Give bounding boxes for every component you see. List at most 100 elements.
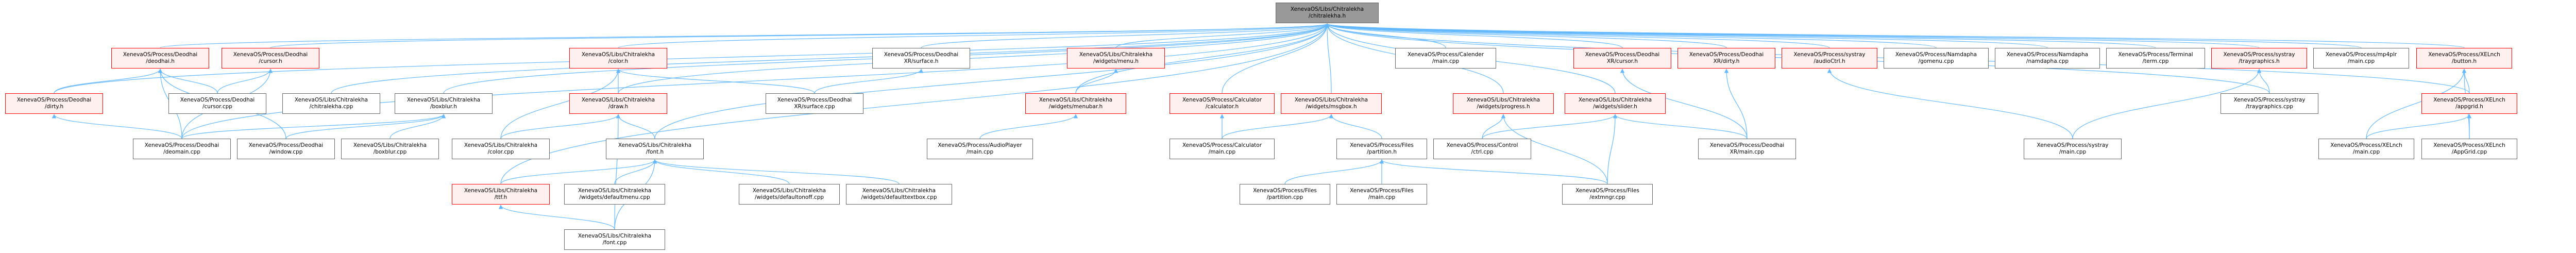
- node-label-line1: XenevaOS/Process/Deodhai: [884, 52, 959, 58]
- node-widgets-slider-h[interactable]: XenevaOS/Libs/Chitralekha/widgets/slider…: [1565, 93, 1666, 114]
- node-label-line2: /cursor.cpp: [202, 104, 232, 110]
- node-label-line1: XenevaOS/Libs/Chitralekha: [1039, 97, 1113, 103]
- node-xelnch-button-h[interactable]: XenevaOS/Process/XELnch/button.h: [2416, 48, 2512, 69]
- edge-color_h-to-root: [618, 23, 1329, 48]
- node-deodhai-h[interactable]: XenevaOS/Process/Deodhai/deodhai.h: [111, 48, 209, 69]
- node-control-ctrl-cpp[interactable]: XenevaOS/Process/Control/ctrl.cpp: [1433, 139, 1531, 159]
- node-label-line2: /main.cpp: [2352, 149, 2380, 155]
- node-widgets-defaulttextbox-cpp[interactable]: XenevaOS/Libs/Chitralekha/widgets/defaul…: [846, 184, 952, 205]
- node-files-partition-h[interactable]: XenevaOS/Process/Files/partition.h: [1336, 139, 1427, 159]
- edge-xr_dirty_h-to-root: [1325, 23, 1727, 48]
- edge-systray_main-to-audioctrl_h: [1827, 69, 2073, 139]
- node-widgets-defaultmenu-cpp[interactable]: XenevaOS/Libs/Chitralekha/widgets/defaul…: [564, 184, 665, 205]
- node-deodhai-window-cpp[interactable]: XenevaOS/Process/Deodhai/window.cpp: [237, 139, 335, 159]
- edge-color_cpp-to-draw_h: [500, 114, 621, 139]
- node-label-line2: /widgets/defaultonoff.cpp: [754, 194, 824, 200]
- edge-defaultonoff-to-font_h: [652, 159, 790, 184]
- node-deodhai-cursor-h[interactable]: XenevaOS/Process/Deodhai/cursor.h: [222, 48, 319, 69]
- node-systray-audioctrl-h[interactable]: XenevaOS/Process/systray/audioCtrl.h: [1782, 48, 1877, 69]
- edge-dirty_h-to-root: [54, 23, 1329, 94]
- node-font-h[interactable]: XenevaOS/Libs/Chitralekha/font.h: [606, 139, 704, 159]
- node-files-extmngr-cpp[interactable]: XenevaOS/Process/Files/extmngr.cpp: [1562, 184, 1653, 205]
- node-namdapha-gomenu-cpp[interactable]: XenevaOS/Process/Namdapha/gomenu.cpp: [1884, 48, 1989, 69]
- node-label-line2: /partition.h: [1366, 149, 1397, 155]
- node-calculator-h[interactable]: XenevaOS/Process/Calculator/calculator.h: [1170, 93, 1275, 114]
- node-draw-h[interactable]: XenevaOS/Libs/Chitralekha/draw.h: [569, 93, 667, 114]
- edge-msgbox_h-to-root: [1325, 23, 1332, 94]
- node-label-line2: /traygraphics.h: [2239, 58, 2280, 64]
- node-font-cpp[interactable]: XenevaOS/Libs/Chitralekha/font.cpp: [564, 229, 665, 250]
- node-label-line2: /appgrid.h: [2455, 104, 2483, 110]
- node-label-line2: /widgets/progress.h: [1477, 104, 1530, 110]
- node-label-line1: XenevaOS/Process/Terminal: [2118, 52, 2193, 58]
- node-widgets-progress-h[interactable]: XenevaOS/Libs/Chitralekha/widgets/progre…: [1453, 93, 1554, 114]
- node-label-line1: XenevaOS/Process/AudioPlayer: [938, 142, 1022, 148]
- node-terminal-term-cpp[interactable]: XenevaOS/Process/Terminal/term.cpp: [2106, 48, 2205, 69]
- node-label-line1: XenevaOS/Process/Deodhai: [233, 52, 308, 58]
- edge-audioplayer_main-to-menubar_h: [979, 114, 1078, 139]
- node-deodhai-dirty-h[interactable]: XenevaOS/Process/Deodhai/dirty.h: [5, 93, 103, 114]
- node-xelnch-main-cpp[interactable]: XenevaOS/Process/XELnch/main.cpp: [2318, 139, 2414, 159]
- node-label-line2: /deodhai.h: [146, 58, 175, 64]
- node-label-line1: XenevaOS/Libs/Chitralekha: [618, 142, 692, 148]
- edge-font_h-to-root: [654, 23, 1330, 139]
- node-color-h[interactable]: XenevaOS/Libs/Chitralekha/color.h: [569, 48, 667, 69]
- node-label-line1: XenevaOS/Process/Deodhai: [180, 97, 255, 103]
- node-label-line1: XenevaOS/Process/Calender: [1407, 52, 1484, 58]
- edge-extmngr-to-partition_h: [1379, 159, 1608, 184]
- edge-color_cpp-to-color_h: [500, 69, 621, 139]
- node-label-line2: /dirty.h: [44, 104, 64, 110]
- node-label-line2: /font.h: [646, 149, 664, 155]
- node-label-line2: /widgets/slider.h: [1593, 104, 1637, 110]
- node-boxblur-cpp[interactable]: XenevaOS/Libs/Chitralekha/boxblur.cpp: [341, 139, 439, 159]
- node-label-line2: XR/cursor.h: [1606, 58, 1638, 64]
- edge-chitralekha_cpp-to-root: [331, 23, 1329, 94]
- edge-deomain-to-dirty_h: [52, 114, 182, 139]
- node-systray-traygraphics-h[interactable]: XenevaOS/Process/systray/traygraphics.h: [2211, 48, 2307, 69]
- node-systray-traygraphics-cpp[interactable]: XenevaOS/Process/systray/traygraphics.cp…: [2221, 93, 2318, 114]
- node-namdapha-namdapha-cpp[interactable]: XenevaOS/Process/Namdapha/namdapha.cpp: [1995, 48, 2100, 69]
- node-label-line1: XenevaOS/Process/Files: [1350, 188, 1414, 194]
- node-ttf-h[interactable]: XenevaOS/Libs/Chitralekha/ttf.h: [452, 184, 550, 205]
- node-deodhai-cursor-cpp[interactable]: XenevaOS/Process/Deodhai/cursor.cpp: [168, 93, 266, 114]
- node-files-main-cpp[interactable]: XenevaOS/Process/Files/main.cpp: [1336, 184, 1427, 205]
- node-widgets-msgbox-h[interactable]: XenevaOS/Libs/Chitralekha/widgets/msgbox…: [1281, 93, 1382, 114]
- node-label-line2: /draw.h: [608, 104, 629, 110]
- node-label-line1: XenevaOS/Libs/Chitralekha: [353, 142, 427, 148]
- edge-font_cpp-to-ttf_h: [498, 205, 615, 230]
- node-xelnch-appgrid-h[interactable]: XenevaOS/Process/XELnch/appgrid.h: [2421, 93, 2517, 114]
- node-label-line2: /extmngr.cpp: [1589, 194, 1625, 200]
- edge-traygraphics_h-to-root: [1325, 23, 2260, 48]
- node-color-cpp[interactable]: XenevaOS/Libs/Chitralekha/color.cpp: [452, 139, 550, 159]
- edge-font_cpp-to-draw_h: [614, 114, 621, 230]
- node-widgets-defaultonoff-cpp[interactable]: XenevaOS/Libs/Chitralekha/widgets/defaul…: [739, 184, 840, 205]
- node-chitralekha-cpp[interactable]: XenevaOS/Libs/Chitralekha/chitralekha.cp…: [282, 93, 380, 114]
- node-label-line2: /gomenu.cpp: [1918, 58, 1954, 64]
- node-widgets-menubar-h[interactable]: XenevaOS/Libs/Chitralekha/widgets/menuba…: [1025, 93, 1126, 114]
- node-calculator-main-cpp[interactable]: XenevaOS/Process/Calculator/main.cpp: [1170, 139, 1275, 159]
- node-files-partition-cpp[interactable]: XenevaOS/Process/Files/partition.cpp: [1240, 184, 1330, 205]
- node-systray-main-cpp[interactable]: XenevaOS/Process/systray/main.cpp: [2024, 139, 2122, 159]
- edge-calculator_h-to-root: [1222, 23, 1330, 94]
- node-label-line2: XR/dirty.h: [1713, 58, 1740, 64]
- node-label-line1: XenevaOS/Process/Control: [1446, 142, 1518, 148]
- node-mp4plr-main-cpp[interactable]: XenevaOS/Process/mp4plr/main.cpp: [2313, 48, 2409, 69]
- edge-xr_cursor_h-to-root: [1325, 23, 1623, 48]
- node-deodhai-deomain-cpp[interactable]: XenevaOS/Process/Deodhai/deomain.cpp: [133, 139, 231, 159]
- node-label-line2: /ttf.h: [494, 194, 507, 200]
- edge-button_h-to-root: [1325, 23, 2465, 48]
- node-label-line1: XenevaOS/Process/Calculator: [1182, 142, 1262, 148]
- node-widgets-menu-h[interactable]: XenevaOS/Libs/Chitralekha/widgets/menu.h: [1067, 48, 1165, 69]
- node-calender-main-cpp[interactable]: XenevaOS/Process/Calender/main.cpp: [1395, 48, 1496, 69]
- node-boxblur-h[interactable]: XenevaOS/Libs/Chitralekha/boxblur.h: [395, 93, 493, 114]
- edge-xelnch_main-to-appgrid_h: [2366, 114, 2472, 139]
- node-label-line1: XenevaOS/Process/systray: [1793, 52, 1866, 58]
- node-xelnch-appgrid-cpp[interactable]: XenevaOS/Process/XELnch/AppGrid.cpp: [2421, 139, 2517, 159]
- node-audioplayer-main-cpp[interactable]: XenevaOS/Process/AudioPlayer/main.cpp: [927, 139, 1033, 159]
- node-label-line1: XenevaOS/Libs/Chitralekha: [1578, 97, 1652, 103]
